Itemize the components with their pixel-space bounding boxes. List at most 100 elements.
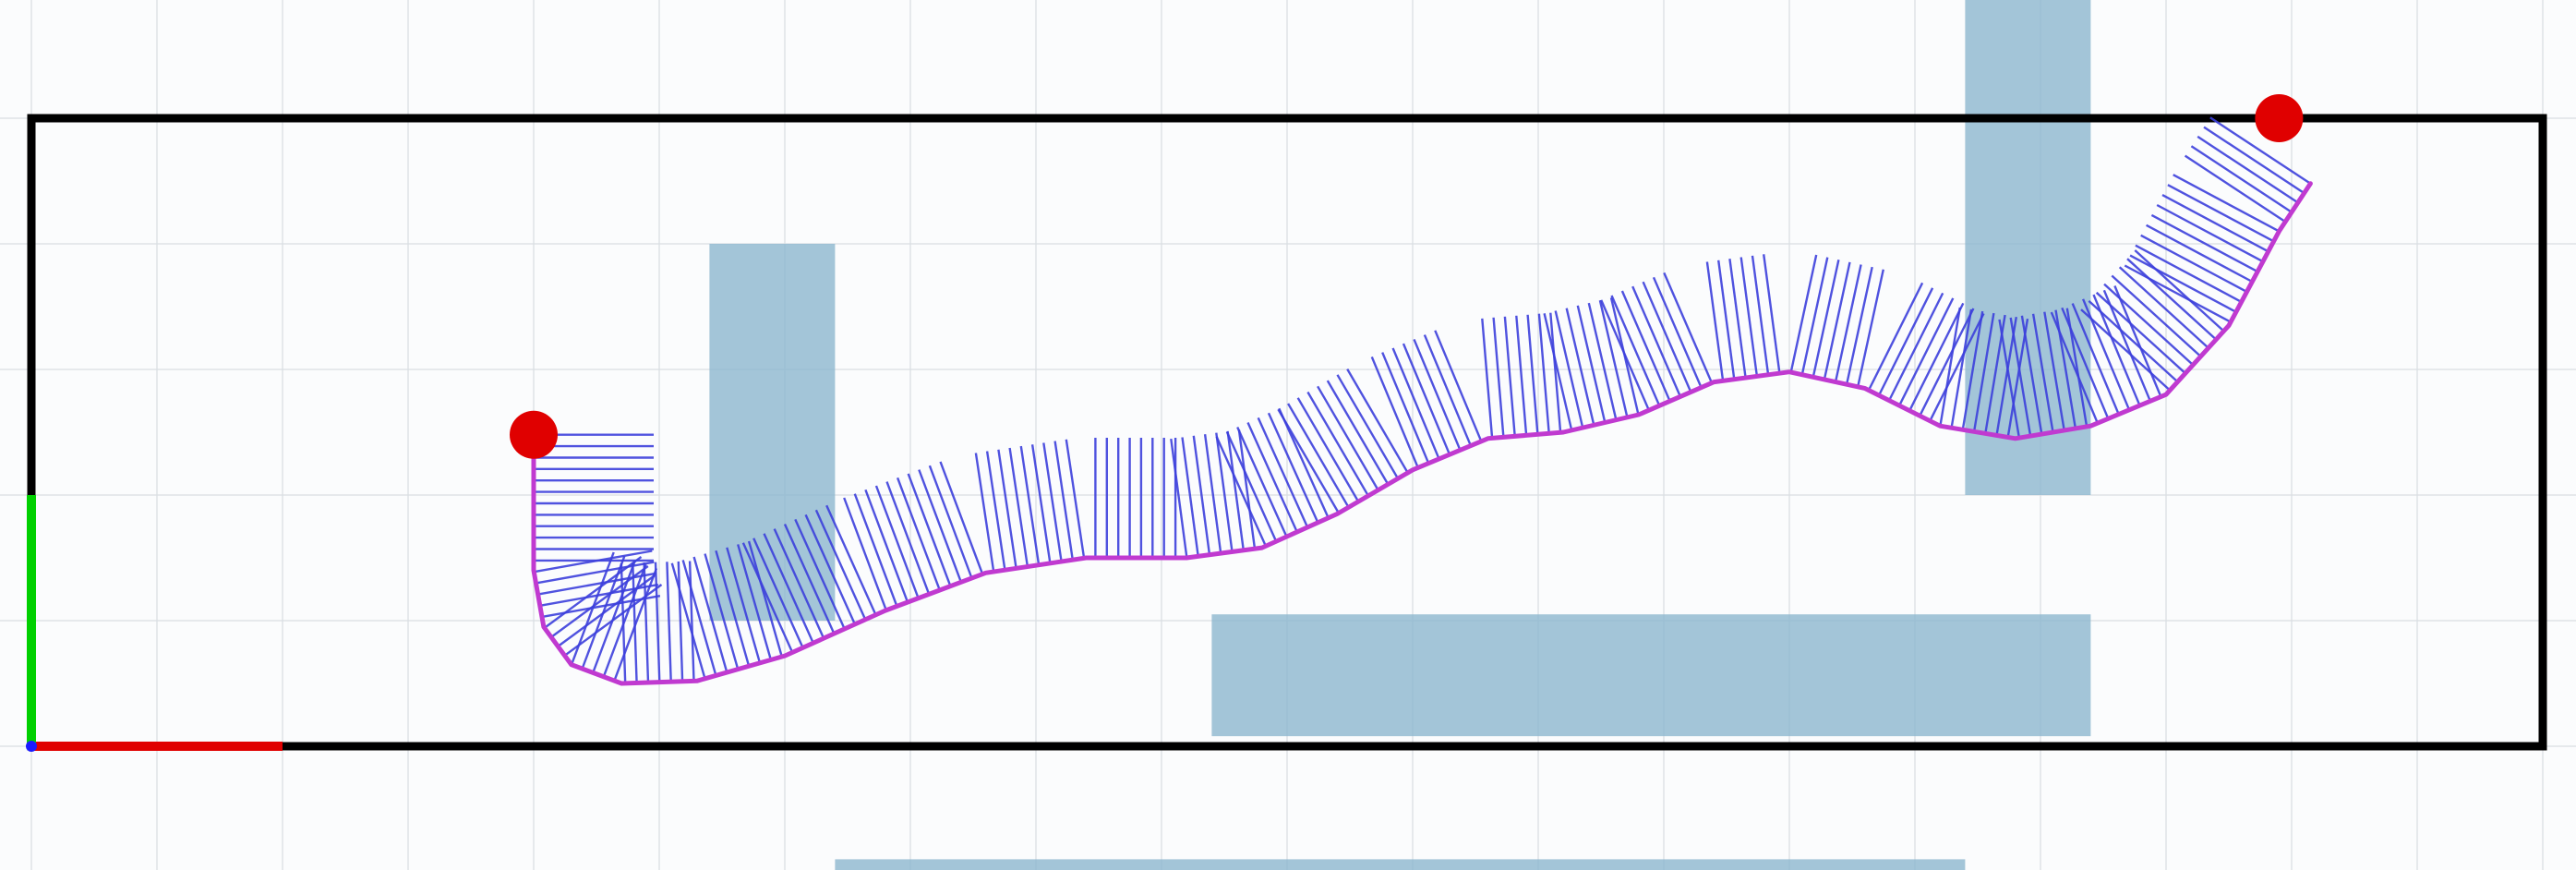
orientation-sample-line bbox=[1972, 312, 1995, 432]
orientation-sample-line bbox=[681, 560, 717, 676]
orientation-sample-line bbox=[2156, 203, 2264, 263]
orientation-sample-line bbox=[1346, 368, 1409, 474]
orientation-samples bbox=[534, 116, 2312, 683]
orientation-sample-line bbox=[632, 562, 638, 683]
orientation-sample-line bbox=[1434, 330, 1483, 442]
obstacle-block bbox=[1211, 614, 2091, 737]
obstacles bbox=[709, 0, 2091, 870]
orientation-sample-line bbox=[804, 514, 856, 625]
orientation-sample-line bbox=[1652, 276, 1703, 389]
orientation-sample-line bbox=[1237, 429, 1257, 550]
orientation-sample-line bbox=[853, 493, 898, 607]
orientation-sample-line bbox=[2071, 303, 2120, 416]
orientation-sample-line bbox=[752, 538, 804, 648]
orientation-sample-line bbox=[581, 555, 626, 670]
orientation-sample-line bbox=[537, 572, 656, 596]
orientation-sample-line bbox=[843, 497, 887, 611]
orientation-sample-line bbox=[2129, 254, 2237, 313]
orientation-sample-line bbox=[1515, 315, 1528, 436]
orientation-sample-line bbox=[1526, 314, 1539, 435]
orientation-sample-line bbox=[2209, 116, 2312, 185]
orientation-sample-line bbox=[997, 449, 1017, 569]
orientation-sample-line bbox=[2088, 300, 2179, 383]
orientation-sample-line bbox=[1192, 435, 1211, 555]
orientation-sample-line bbox=[2111, 274, 2202, 357]
orientation-sample-line bbox=[692, 556, 728, 673]
orientation-sample-line bbox=[1257, 417, 1309, 528]
orientation-sample-line bbox=[1554, 310, 1584, 429]
orientation-sample-line bbox=[688, 561, 695, 682]
orientation-sample-line bbox=[1326, 380, 1390, 486]
orientation-sample-line bbox=[1042, 442, 1063, 562]
orientation-sample-line bbox=[543, 556, 643, 629]
orientation-sample-line bbox=[1908, 302, 1965, 412]
orientation-sample-line bbox=[1961, 310, 1984, 430]
orientation-sample-line bbox=[1215, 436, 1267, 547]
orientation-sample-line bbox=[2080, 308, 2172, 392]
orientation-sample-line bbox=[747, 540, 783, 658]
orientation-sample-line bbox=[1537, 313, 1550, 434]
coordinate-axes bbox=[26, 495, 283, 752]
orientation-sample-line bbox=[864, 489, 909, 603]
trajectory-path bbox=[531, 181, 2313, 686]
orientation-sample-line bbox=[1929, 312, 1985, 422]
orientation-sample-line bbox=[536, 561, 655, 585]
orientation-sample-line bbox=[704, 553, 740, 670]
orientation-sample-line bbox=[874, 485, 920, 599]
orientation-sample-line bbox=[2134, 249, 2225, 332]
orientation-sample-line bbox=[1857, 269, 1884, 388]
orientation-sample-line bbox=[2197, 135, 2299, 204]
orientation-sample-line bbox=[1587, 302, 1618, 420]
orientation-sample-line bbox=[985, 451, 1006, 571]
orientation-sample-line bbox=[1705, 261, 1725, 381]
orientation-sample-line bbox=[715, 550, 751, 667]
orientation-sample-line bbox=[1481, 318, 1494, 439]
orientation-sample-line bbox=[1053, 441, 1074, 561]
orientation-sample-line bbox=[592, 560, 637, 673]
orientation-sample-line bbox=[2009, 317, 2032, 437]
orientation-sample-line bbox=[2126, 258, 2218, 341]
obstacle-block bbox=[835, 859, 1966, 870]
orientation-sample-line bbox=[1225, 431, 1278, 542]
orientation-sample-line bbox=[2020, 315, 2043, 435]
orientation-sample-line bbox=[2113, 285, 2162, 397]
orientation-sample-line bbox=[2135, 244, 2243, 303]
orientation-sample-line bbox=[666, 562, 672, 683]
orientation-sample-line bbox=[1834, 264, 1862, 382]
orientation-sample-line bbox=[2184, 154, 2286, 224]
orientation-sample-line bbox=[896, 477, 941, 591]
orientation-sample-line bbox=[726, 547, 762, 664]
orientation-sample-line bbox=[1336, 374, 1400, 479]
orientation-sample-line bbox=[2095, 291, 2186, 375]
orientation-sample-line bbox=[1823, 261, 1851, 381]
orientation-sample-line bbox=[1370, 356, 1419, 468]
orientation-sample-line bbox=[1402, 343, 1451, 455]
orientation-sample-line bbox=[1631, 285, 1682, 397]
orientation-sample-line bbox=[1565, 308, 1595, 426]
orientation-sample-line bbox=[1246, 422, 1298, 533]
orientation-sample-line bbox=[1306, 391, 1369, 497]
orientation-sample-line bbox=[1620, 290, 1671, 402]
orientation-sample-line bbox=[1919, 308, 1975, 417]
orientation-sample-line bbox=[1598, 299, 1629, 418]
orientation-sample-line bbox=[1413, 338, 1462, 451]
orientation-sample-line bbox=[2043, 311, 2065, 431]
orientation-sample-line bbox=[1287, 403, 1350, 508]
orientation-sample-line bbox=[814, 509, 867, 621]
orientation-sample-line bbox=[741, 542, 794, 653]
orientation-sample-line bbox=[1503, 316, 1516, 437]
orientation-sample-line bbox=[1812, 260, 1840, 378]
orientation-sample-line bbox=[570, 551, 615, 666]
orientation-sample-line bbox=[974, 453, 995, 573]
orientation-sample-line bbox=[1898, 297, 1955, 406]
orientation-sample-line bbox=[1215, 432, 1234, 552]
orientation-sample-line bbox=[2118, 266, 2209, 349]
orientation-sample-line bbox=[1867, 282, 1924, 392]
orientation-sample-line bbox=[2006, 319, 2029, 438]
obstacle-block bbox=[1965, 0, 2091, 496]
orientation-sample-line bbox=[2103, 283, 2195, 366]
orientation-sample-line bbox=[1888, 292, 1944, 402]
orientation-sample-line bbox=[1549, 312, 1562, 433]
orientation-sample-line bbox=[643, 562, 650, 683]
